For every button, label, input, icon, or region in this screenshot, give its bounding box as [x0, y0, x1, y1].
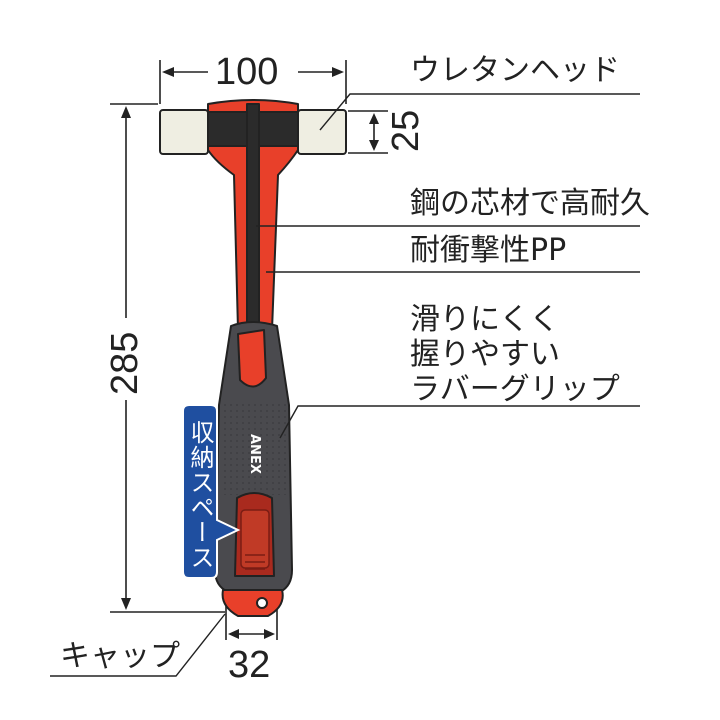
dimension-lines [110, 60, 388, 640]
leader-lines [50, 93, 640, 677]
urethane-head-label: ウレタンヘッド [410, 53, 620, 88]
grip-label-line1: 滑りにくく [410, 302, 560, 337]
brand-logo: ANEX [247, 434, 262, 474]
grip-label-line3: ラバーグリップ [410, 372, 620, 407]
length-dimension-label: 285 [104, 331, 146, 395]
grip-red-stripe [237, 329, 267, 388]
urethane-head-left [159, 109, 209, 155]
impact-pp-label: 耐衝撃性PP [410, 233, 567, 268]
end-cap [221, 589, 284, 617]
cap-label: キャップ [60, 639, 180, 674]
width-dimension-label: 100 [215, 51, 279, 93]
urethane-head-right [297, 109, 347, 155]
steel-core-label: 鋼の芯材で高耐久 [410, 186, 650, 221]
storage-callout-bubble [182, 404, 241, 579]
grip-width-dimension-label: 32 [228, 644, 271, 686]
grip-label-line2: 握りやすい [410, 337, 560, 372]
storage-space-label: 収納スペース [186, 420, 214, 570]
hammer-illustration [159, 99, 347, 617]
head-height-dimension-label: 25 [385, 109, 427, 152]
